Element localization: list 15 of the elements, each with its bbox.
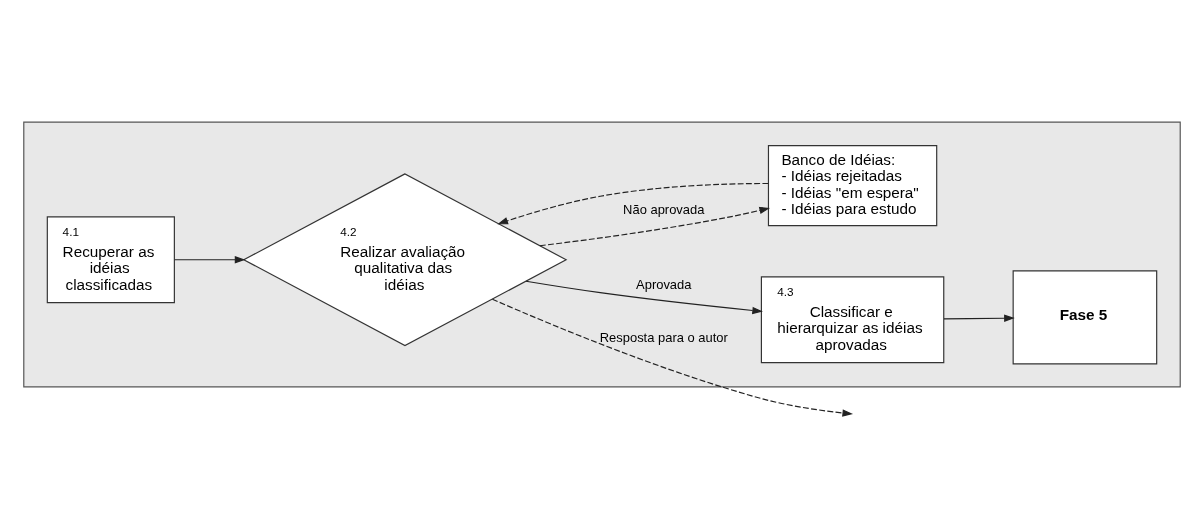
edge-label: Aprovada	[636, 276, 692, 292]
arrow	[525, 280, 763, 314]
node-box: Fase 5	[1012, 269, 1158, 364]
node-diamond: 4.2 Realizar avaliação qualitativa das idéias	[242, 172, 568, 346]
arrow	[943, 314, 1015, 322]
arrow	[491, 298, 854, 417]
node-box: Banco de Idéias: - Idéias rejeitadas - Idéias "em espera" - Idéias para estudo	[767, 144, 938, 226]
edge-label: Resposta para o autor	[599, 329, 728, 345]
cluster	[23, 121, 1181, 387]
arrow	[174, 255, 246, 263]
arrow	[497, 182, 769, 224]
node-box: 4.3 Classificar e hierarquizar as idéias aprovadas	[760, 275, 945, 363]
node-box: 4.1 Recuperar as idéias classificadas	[46, 215, 175, 303]
arrow	[539, 206, 770, 246]
edge-label: Não aprovada	[623, 201, 705, 217]
